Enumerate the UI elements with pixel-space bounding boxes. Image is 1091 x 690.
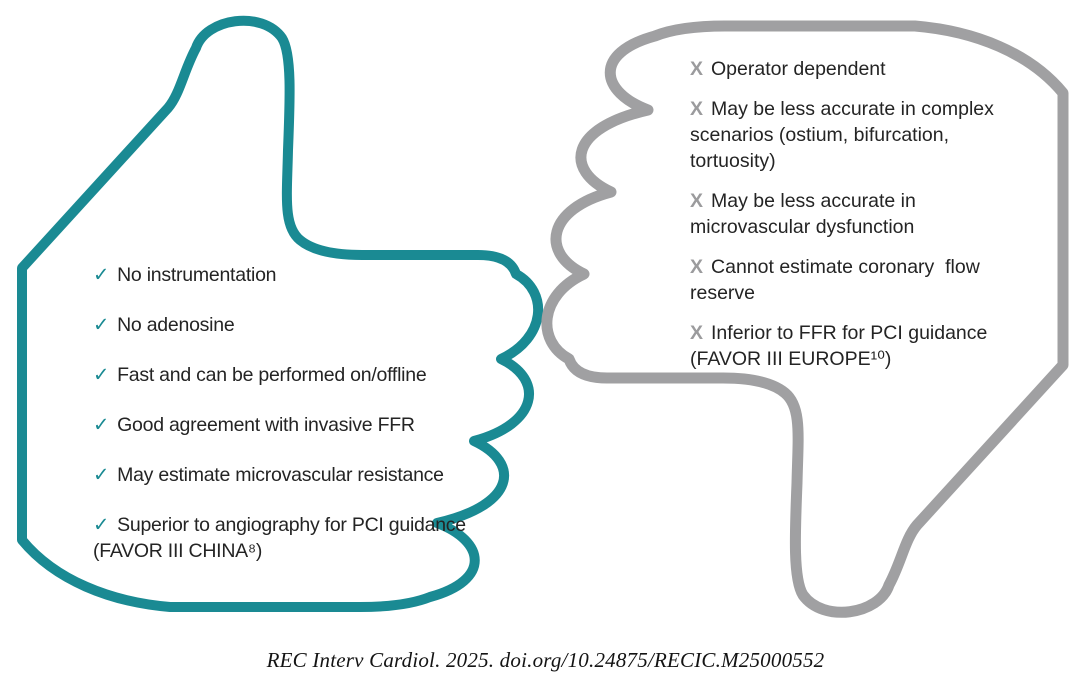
thumbs-down-shape xyxy=(541,20,1069,618)
check-icon: ✓ xyxy=(93,464,110,486)
pros-item-text: No instrumentation xyxy=(117,264,277,286)
pros-list: ✓ No instrumentation ✓ No adenosine ✓ Fast … xyxy=(93,262,485,564)
check-icon: ✓ xyxy=(93,364,110,386)
check-icon: ✓ xyxy=(93,264,110,286)
thumbs-up-shape xyxy=(17,15,544,612)
pros-item: ✓ May estimate microvascular resistance xyxy=(93,462,485,488)
x-icon: X xyxy=(690,256,704,278)
pros-item: ✓ Good agreement with invasive FFR xyxy=(93,412,485,438)
cons-item: X Operator dependent xyxy=(690,56,1035,82)
x-icon: X xyxy=(690,58,704,80)
cons-item-text: May be less accurate in microvascular dy… xyxy=(690,190,922,238)
cons-item-text: Cannot estimate coronary flow reserve xyxy=(690,256,986,304)
pros-item: ✓ No adenosine xyxy=(93,312,485,338)
x-icon: X xyxy=(690,98,704,120)
pros-item: ✓ No instrumentation xyxy=(93,262,485,288)
cons-item-text: May be less accurate in complex scenario… xyxy=(690,98,1000,172)
check-icon: ✓ xyxy=(93,414,110,436)
pros-item-text: Fast and can be performed on/offline xyxy=(117,364,427,386)
cons-item-text: Operator dependent xyxy=(711,58,886,80)
x-icon: X xyxy=(690,190,704,212)
pros-item-text: Good agreement with invasive FFR xyxy=(117,414,415,436)
pros-item-text: May estimate microvascular resistance xyxy=(117,464,444,486)
x-icon: X xyxy=(690,322,704,344)
check-icon: ✓ xyxy=(93,314,110,336)
pros-item: ✓Superior to angiography for PCI guidanc… xyxy=(93,512,485,564)
citation: REC Interv Cardiol. 2025. doi.org/10.248… xyxy=(266,648,825,672)
check-icon: ✓ xyxy=(93,514,110,536)
pros-item: ✓ Fast and can be performed on/offline xyxy=(93,362,485,388)
cons-item-text: Inferior to FFR for PCI guidance (FAVOR … xyxy=(690,322,993,370)
pros-item-text: Superior to angiography for PCI guidance… xyxy=(93,514,472,562)
pros-item-text: No adenosine xyxy=(117,314,235,336)
